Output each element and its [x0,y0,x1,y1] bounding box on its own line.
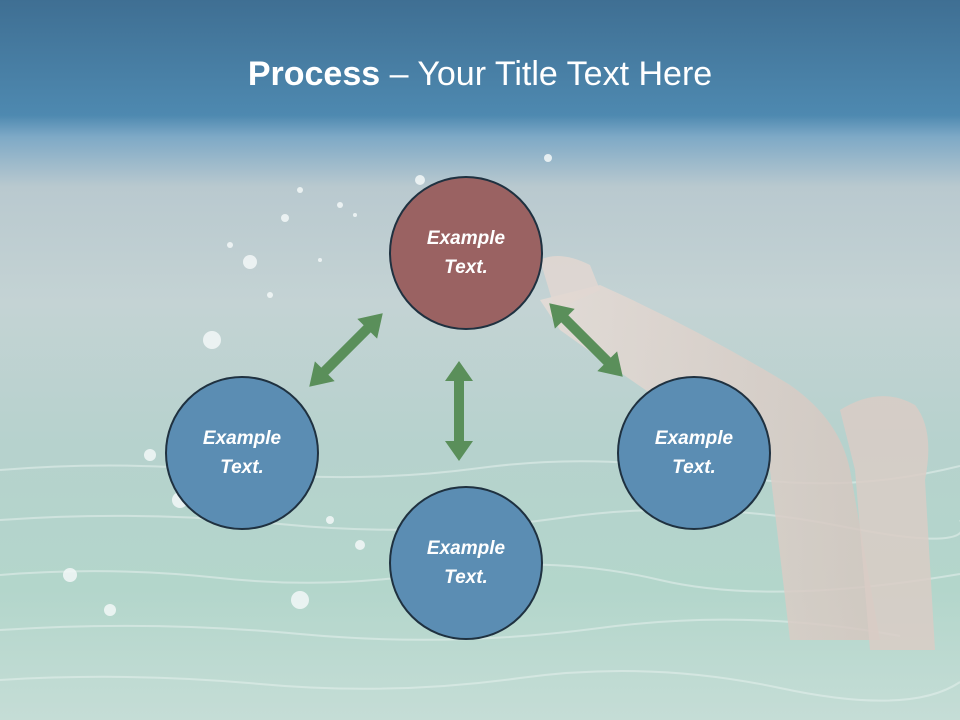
title-separator: – [380,55,418,93]
arrow-top-left [309,313,383,387]
node-bottom: Example Text. [389,486,543,640]
title-rest: Your Title Text Here [417,55,713,93]
node-bottom-line1: Example [426,538,506,559]
node-bottom-line2: Text. [444,567,488,588]
node-right: Example Text. [617,376,771,530]
arrow-vertical [445,361,473,461]
node-left-line1: Example [202,428,282,449]
arrow-top-right [549,303,623,377]
title-bold: Process [247,55,381,93]
node-right-line2: Text. [672,457,716,478]
node-left-line2: Text. [220,457,264,478]
node-left: Example Text. [165,376,319,530]
slide-title: Process – Your Title Text Here [0,52,960,96]
node-right-line1: Example [654,428,734,449]
node-top-line2: Text. [444,257,488,278]
node-top-line1: Example [426,228,506,249]
node-top: Example Text. [389,176,543,330]
